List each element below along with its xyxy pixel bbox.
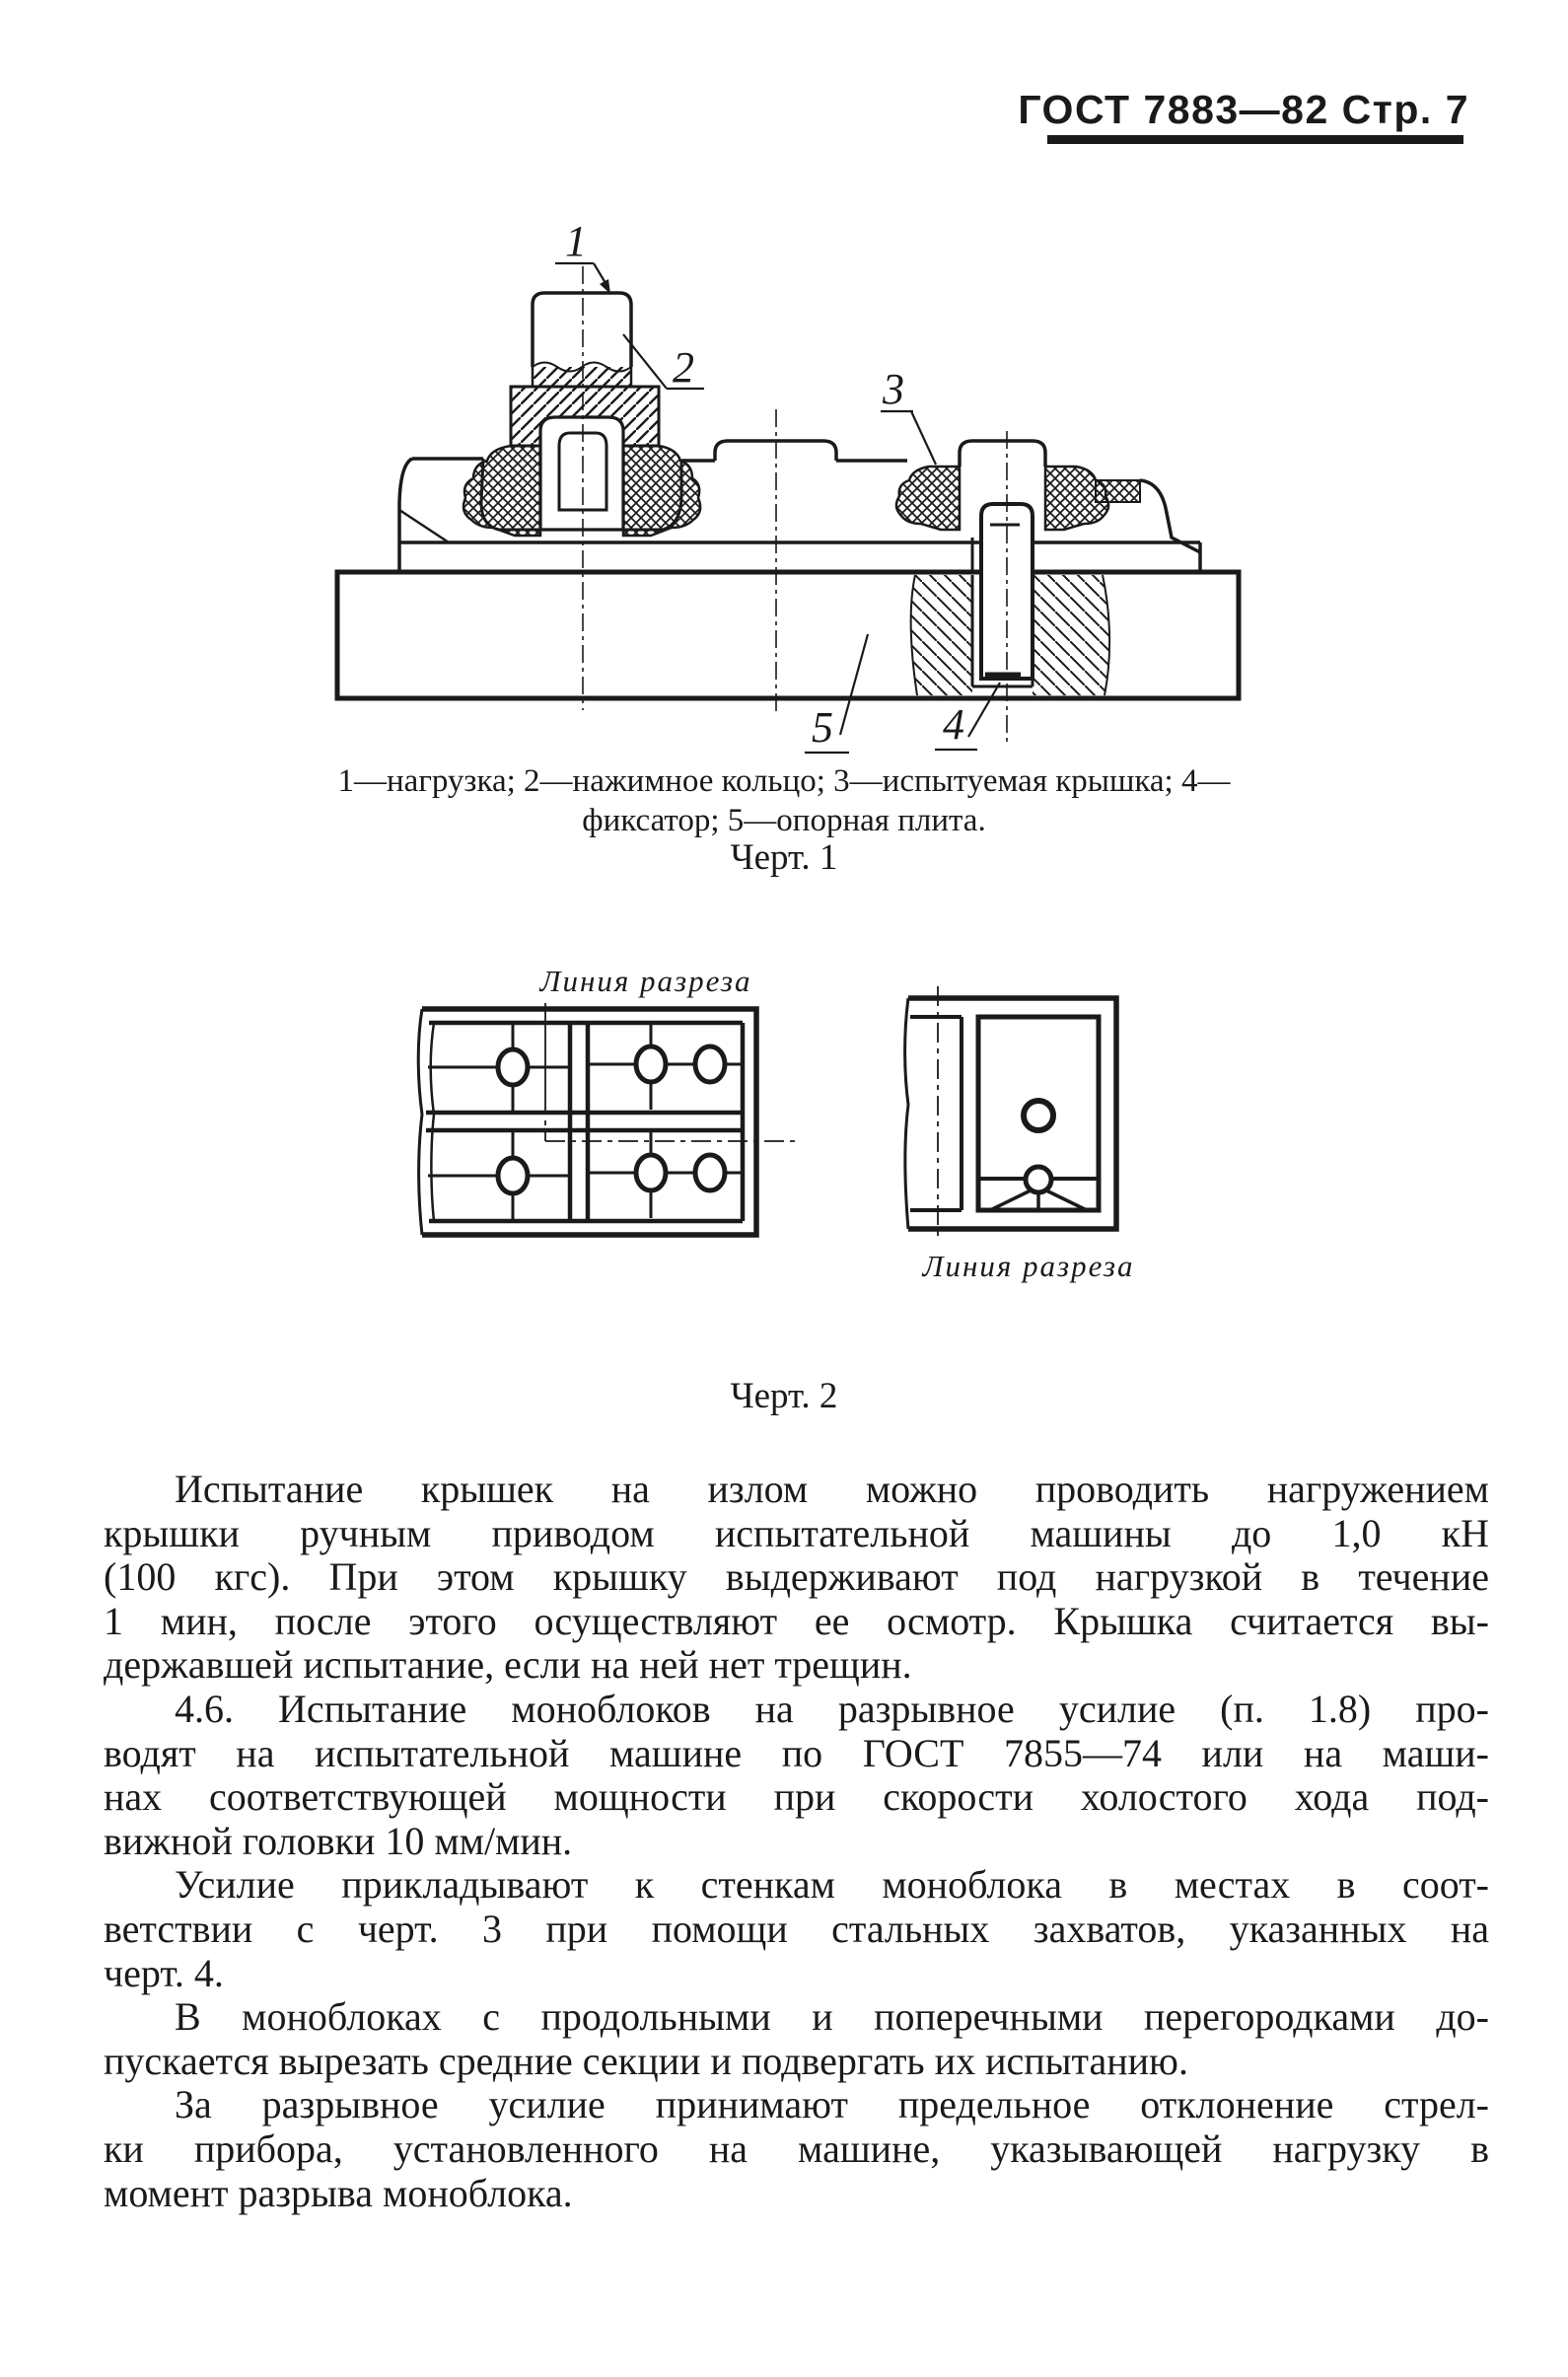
load-plunger [531,291,633,373]
header-rule [1047,135,1463,144]
text-line: ки прибора, установленного на машине, ук… [104,2125,1489,2171]
figure1-title: Черт. 1 [730,837,838,878]
section-label-bottom: Линия разреза [921,1249,1134,1283]
figure2-drawing: Линия разреза Линия разреза [416,964,1134,1283]
centerlines [582,266,1008,745]
page-header: ГОСТ 7883—82 Стр. 7 [1018,87,1469,132]
text-line: водят на испытательной машине по ГОСТ 78… [104,1730,1489,1775]
svg-text:3: 3 [882,365,904,413]
svg-text:1: 1 [565,217,587,265]
text-line: В моноблоках с продольными и поперечными… [175,1994,1489,2040]
figure1-caption: 1—нагрузка; 2—нажимное кольцо; 3—испытуе… [291,761,1277,840]
svg-text:4: 4 [943,700,964,749]
part-label-1: 1 [555,217,610,294]
text-line: Испытание крышек на излом можно проводит… [175,1467,1489,1511]
part-label-5: 5 [805,633,870,755]
part-label-3: 3 [881,365,937,466]
text-line: черт. 4. [104,1950,224,1995]
text-line: 4.6. Испытание моноблоков на разрывное у… [175,1686,1489,1731]
text-line: нах соответствующей мощности при скорост… [104,1774,1489,1820]
svg-text:2: 2 [673,343,694,392]
text-line: (100 кгс). При этом крышку выдерживают п… [104,1554,1489,1600]
part-label-4: 4 [935,682,1001,752]
body-text: Испытание крышек на излом можно проводит… [104,1467,1489,2215]
text-line: ветствии с черт. 3 при помощи стальных з… [104,1906,1489,1951]
text-line: пускается вырезать средние секции и подв… [104,2038,1188,2083]
text-line: вижной головки 10 мм/мин. [104,1818,573,1863]
side-view: Линия разреза [903,986,1134,1283]
section-label-top: Линия разреза [538,964,751,998]
plan-view: Линия разреза [416,964,799,1238]
text-line: 1 мин, после этого осуществляют ее осмот… [104,1598,1489,1643]
text-line: Усилие прикладывают к стенкам моноблока … [175,1862,1489,1908]
part-label-2: 2 [622,333,704,392]
figure1-caption-line1: 1—нагрузка; 2—нажимное кольцо; 3—испытуе… [337,763,1231,799]
figure1-caption-line2: фиксатор; 5—опорная плита. [582,803,986,838]
left-seal [462,444,702,538]
text-line: крышки ручным приводом испытательной маш… [104,1510,1489,1555]
pressure-ring [509,363,661,532]
support-plate [334,569,1242,701]
section-line-cut [544,1095,799,1142]
text-line: момент разрыва моноблока. [104,2170,573,2215]
figure2-title: Черт. 2 [730,1376,838,1416]
svg-text:5: 5 [812,703,833,752]
text-line: державшей испытание, если на ней нет тре… [104,1642,912,1688]
text-line: За разрывное усилие принимают предельное… [175,2082,1489,2127]
figure1-drawing: 1 2 3 4 5 [334,217,1242,755]
